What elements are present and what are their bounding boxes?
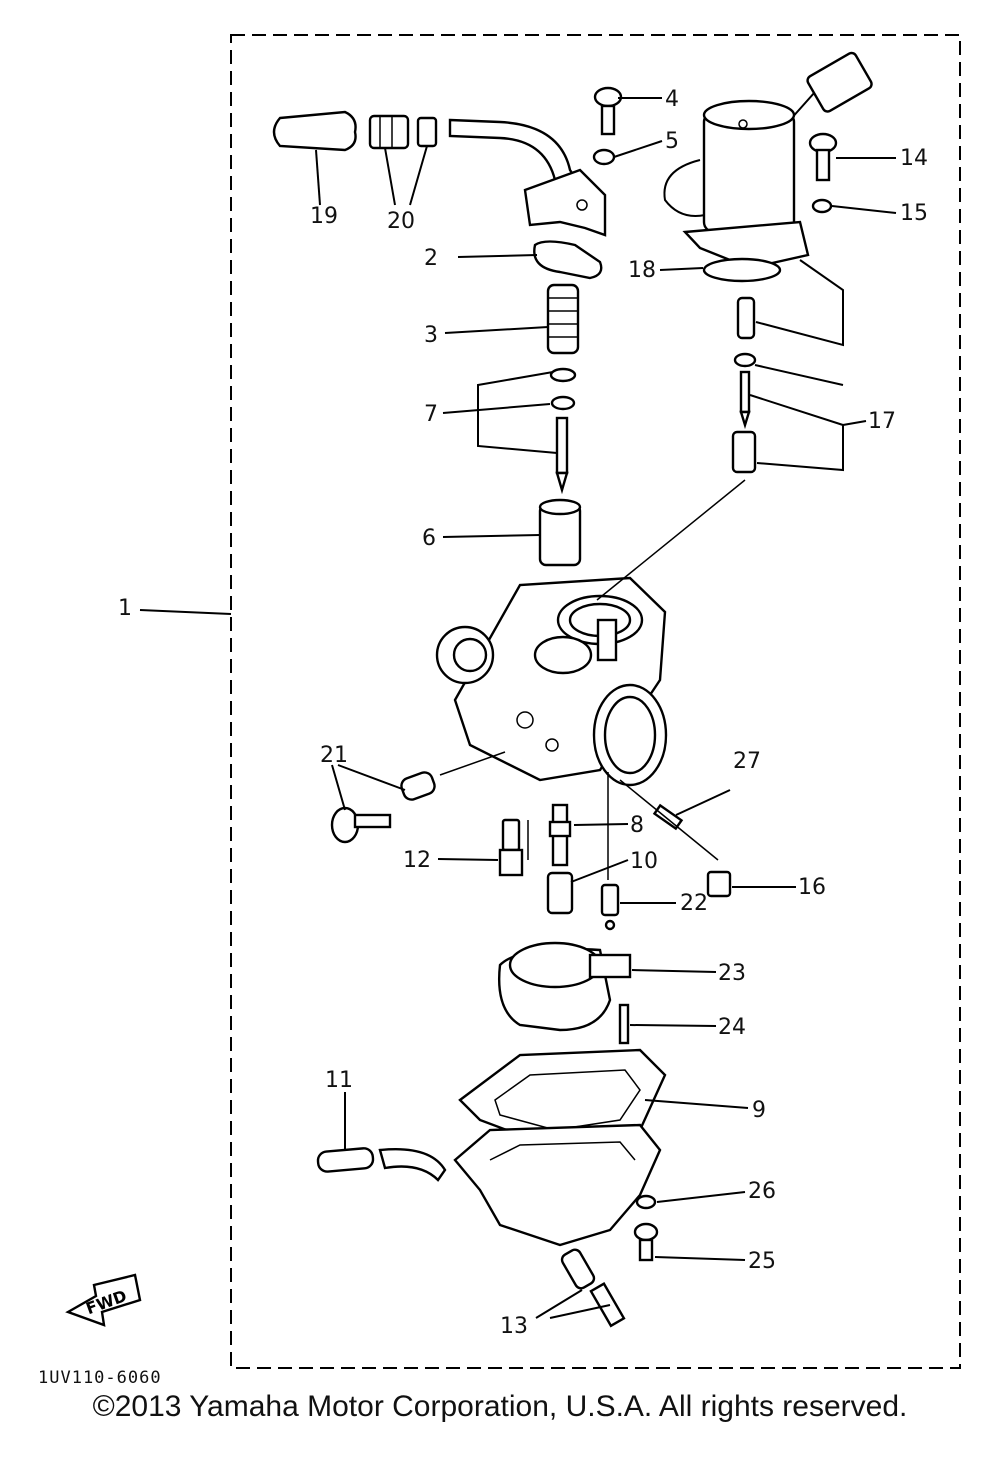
callout-13: 13 — [500, 1314, 528, 1339]
part-25-screw — [633, 1222, 659, 1262]
part-8-jet — [548, 803, 572, 867]
callout-16: 16 — [798, 875, 826, 900]
callout-5: 5 — [665, 129, 679, 154]
part-choke-cable — [448, 118, 607, 237]
part-starter-motor — [663, 51, 873, 270]
part-7-needle — [549, 367, 577, 495]
callout-11: 11 — [325, 1068, 353, 1093]
callout-18: 18 — [628, 258, 656, 283]
callout-24: 24 — [718, 1015, 746, 1040]
callout-27: 27 — [733, 749, 761, 774]
callout-8: 8 — [630, 813, 644, 838]
part-24-pin — [618, 1003, 630, 1045]
callout-9: 9 — [752, 1098, 766, 1123]
callout-15: 15 — [900, 201, 928, 226]
callout-23: 23 — [718, 961, 746, 986]
part-17-set — [731, 296, 757, 474]
callout-20: 20 — [387, 209, 415, 234]
callout-19: 19 — [310, 204, 338, 229]
callout-7: 7 — [424, 402, 438, 427]
part-18-oring — [702, 257, 782, 283]
callout-1: 1 — [118, 596, 132, 621]
leader-lines — [139, 97, 897, 1319]
callout-6: 6 — [422, 526, 436, 551]
callout-labels: 1 2 3 4 5 6 7 8 9 10 11 12 13 14 15 16 1… — [118, 87, 928, 1339]
part-3-spring — [546, 283, 580, 355]
part-22-jet — [600, 883, 620, 931]
callout-17: 17 — [868, 409, 896, 434]
callout-3: 3 — [424, 323, 438, 348]
fwd-arrow-icon: FWD — [65, 1273, 142, 1327]
callout-21: 21 — [320, 743, 348, 768]
part-5-washer — [592, 148, 616, 166]
copyright-text: ©2013 Yamaha Motor Corporation, U.S.A. A… — [92, 1390, 908, 1423]
part-11-hose — [316, 1147, 447, 1182]
leader-19 — [315, 149, 321, 206]
part-10-jet — [546, 871, 574, 915]
carburetor-body — [435, 576, 668, 787]
callout-2: 2 — [424, 246, 438, 271]
callout-14: 14 — [900, 146, 928, 171]
part-19-cap — [272, 110, 357, 152]
assembly-boundary — [230, 34, 961, 1369]
part-27-screw — [652, 803, 684, 831]
float-bowl — [453, 1123, 662, 1247]
callout-12: 12 — [403, 848, 431, 873]
part-26-washer — [635, 1194, 657, 1210]
callout-4: 4 — [665, 87, 679, 112]
part-20-nuts — [368, 114, 438, 150]
part-6-slide — [538, 498, 582, 567]
part-15-washer — [811, 198, 833, 214]
leader-20 — [384, 145, 428, 206]
part-16-plug — [706, 870, 732, 898]
callout-25: 25 — [748, 1249, 776, 1274]
part-21-screw — [330, 771, 436, 844]
part-2-gasket — [533, 240, 603, 280]
part-12-jet — [498, 818, 524, 877]
callout-26: 26 — [748, 1179, 776, 1204]
diagram-code: 1UV110-6060 — [38, 1368, 162, 1388]
part-4-screw — [593, 86, 623, 136]
part-23-float — [498, 941, 632, 1032]
callout-10: 10 — [630, 849, 658, 874]
part-14-screw — [808, 132, 838, 182]
callout-22: 22 — [680, 891, 708, 916]
